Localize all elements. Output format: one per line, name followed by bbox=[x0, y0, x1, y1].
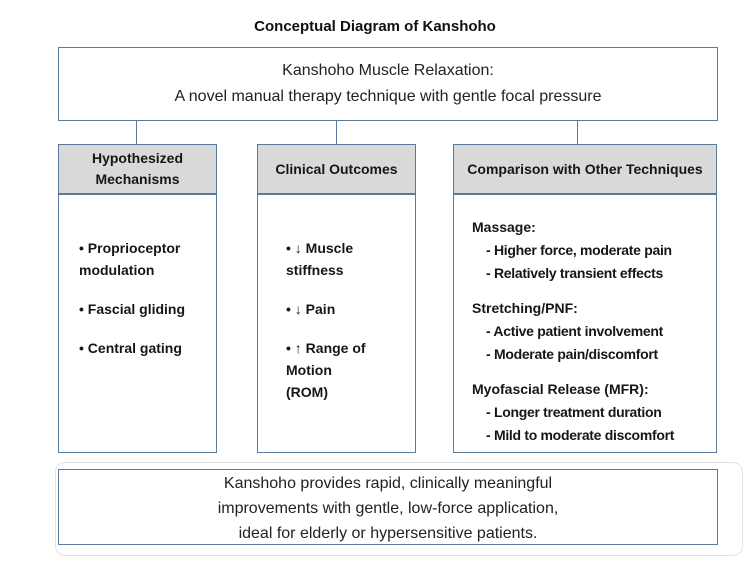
column-body-comparison: Massage: - Higher force, moderate pain -… bbox=[453, 194, 717, 453]
technique-title: Massage: bbox=[472, 219, 536, 235]
bullet-item: • ↓ Pain bbox=[286, 301, 336, 317]
technique-title: Stretching/PNF: bbox=[472, 300, 578, 316]
technique-group-mfr: Myofascial Release (MFR): - Longer treat… bbox=[472, 378, 712, 447]
top-summary-box: Kanshoho Muscle Relaxation: A novel manu… bbox=[58, 47, 718, 121]
technique-point: - Longer treatment duration bbox=[486, 404, 662, 420]
bullet-item: • ↓ Muscle stiffness bbox=[286, 240, 354, 278]
bullet-item: • Central gating bbox=[79, 340, 182, 356]
technique-point: - Higher force, moderate pain bbox=[486, 242, 672, 258]
bullet-item: • Fascial gliding bbox=[79, 301, 186, 317]
technique-group-stretching: Stretching/PNF: - Active patient involve… bbox=[472, 297, 712, 366]
bullet-item: • ↑ Range of Motion (ROM) bbox=[286, 340, 366, 400]
technique-point: - Relatively transient effects bbox=[486, 265, 663, 281]
technique-group-massage: Massage: - Higher force, moderate pain -… bbox=[472, 216, 712, 285]
column-header-mechanisms: Hypothesized Mechanisms bbox=[58, 144, 217, 194]
technique-title: Myofascial Release (MFR): bbox=[472, 381, 649, 397]
bullet-item: • Proprioceptor modulation bbox=[79, 240, 181, 278]
connector-line-right bbox=[577, 120, 578, 145]
technique-point: - Moderate pain/discomfort bbox=[486, 346, 658, 362]
bottom-conclusion-box: Kanshoho provides rapid, clinically mean… bbox=[58, 469, 718, 545]
column-header-comparison: Comparison with Other Techniques bbox=[453, 144, 717, 194]
technique-point: - Active patient involvement bbox=[486, 323, 664, 339]
connector-line-middle bbox=[336, 120, 337, 145]
connector-line-left bbox=[136, 120, 137, 145]
column-body-outcomes: • ↓ Muscle stiffness • ↓ Pain • ↑ Range … bbox=[257, 194, 416, 453]
column-header-outcomes: Clinical Outcomes bbox=[257, 144, 416, 194]
ghost-placeholder-outline bbox=[55, 462, 743, 556]
column-body-mechanisms: • Proprioceptor modulation • Fascial gli… bbox=[58, 194, 217, 453]
technique-point: - Mild to moderate discomfort bbox=[486, 427, 675, 443]
diagram-title: Conceptual Diagram of Kanshoho bbox=[254, 18, 496, 35]
